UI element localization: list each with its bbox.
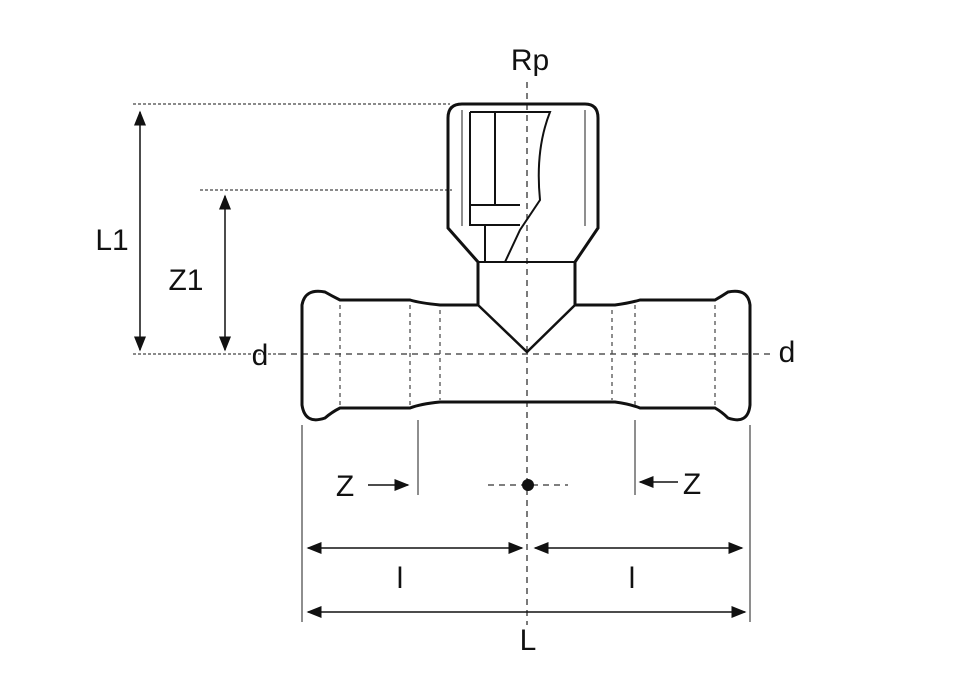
center-dot bbox=[522, 479, 534, 491]
label-z-left: Z bbox=[336, 470, 354, 503]
thread-cutaway bbox=[469, 111, 552, 263]
main-pipe-body bbox=[300, 289, 752, 422]
inner-hidden-lines bbox=[339, 305, 716, 405]
label-rp: Rp bbox=[511, 44, 549, 77]
label-z-right: Z bbox=[683, 468, 701, 501]
label-l-right: l bbox=[629, 562, 636, 595]
label-d-left: d bbox=[252, 339, 269, 372]
label-l1: L1 bbox=[95, 224, 128, 257]
branch-hex-body bbox=[446, 102, 600, 305]
label-total-length: L bbox=[520, 624, 537, 657]
label-z1: Z1 bbox=[168, 264, 203, 297]
label-l-left: l bbox=[397, 562, 404, 595]
label-d-right: d bbox=[779, 336, 796, 369]
branch-cone bbox=[477, 304, 576, 354]
